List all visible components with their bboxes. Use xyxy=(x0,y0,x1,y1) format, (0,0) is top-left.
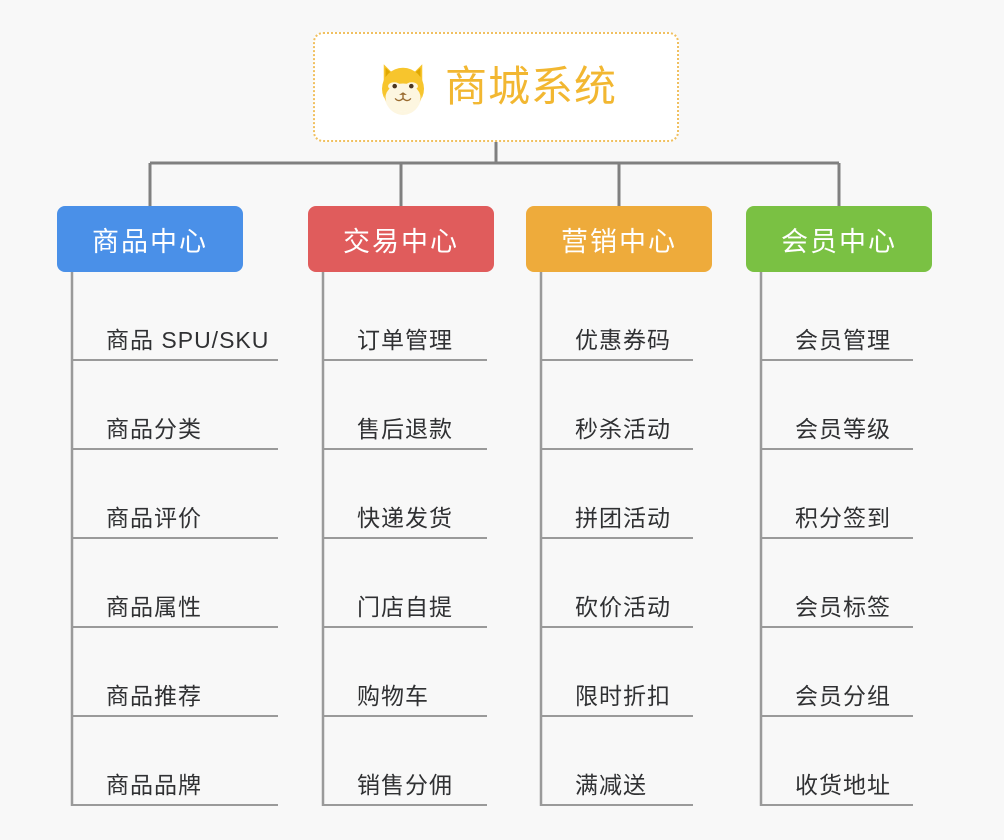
root-node[interactable]: 商城系统 xyxy=(313,32,679,142)
leaf-item[interactable]: 商品属性 xyxy=(72,539,278,628)
leaf-item[interactable]: 商品品牌 xyxy=(72,717,278,806)
leaf-item-label: 优惠券码 xyxy=(575,327,671,353)
leaf-item[interactable]: 会员分组 xyxy=(761,628,932,717)
leaf-item[interactable]: 秒杀活动 xyxy=(541,361,712,450)
leaf-item-label: 商品 SPU/SKU xyxy=(106,327,270,353)
leaf-item-underline xyxy=(541,804,693,806)
leaf-list: 商品 SPU/SKU 商品分类商品评价商品属性商品推荐商品品牌 xyxy=(72,272,278,806)
category-card[interactable]: 商品中心 xyxy=(57,206,243,272)
leaf-item-label: 秒杀活动 xyxy=(575,416,671,442)
leaf-item-label: 商品属性 xyxy=(106,594,202,620)
leaf-item[interactable]: 商品 SPU/SKU xyxy=(72,272,278,361)
leaf-item-underline xyxy=(72,448,278,450)
leaf-item-label: 商品评价 xyxy=(106,505,202,531)
leaf-item-underline xyxy=(72,537,278,539)
leaf-item[interactable]: 拼团活动 xyxy=(541,450,712,539)
leaf-item-underline xyxy=(761,715,913,717)
leaf-item-underline xyxy=(761,448,913,450)
leaf-item-underline xyxy=(541,448,693,450)
leaf-item[interactable]: 收货地址 xyxy=(761,717,932,806)
category-card[interactable]: 营销中心 xyxy=(526,206,712,272)
leaf-item[interactable]: 购物车 xyxy=(323,628,494,717)
leaf-item-label: 限时折扣 xyxy=(575,683,671,709)
leaf-item-underline xyxy=(761,804,913,806)
shiba-dog-face-icon xyxy=(381,64,424,115)
leaf-item[interactable]: 积分签到 xyxy=(761,450,932,539)
leaf-item-underline xyxy=(541,537,693,539)
leaf-item-underline xyxy=(761,537,913,539)
leaf-item[interactable]: 销售分佣 xyxy=(323,717,494,806)
leaf-item-underline xyxy=(72,715,278,717)
leaf-list: 优惠券码秒杀活动拼团活动砍价活动限时折扣满减送 xyxy=(541,272,712,806)
leaf-item-underline xyxy=(541,626,693,628)
leaf-list: 订单管理售后退款快递发货门店自提购物车销售分佣 xyxy=(323,272,494,806)
leaf-item[interactable]: 订单管理 xyxy=(323,272,494,361)
leaf-item[interactable]: 会员标签 xyxy=(761,539,932,628)
branch-column: 商品中心商品 SPU/SKU 商品分类商品评价商品属性商品推荐商品品牌 xyxy=(57,206,278,806)
leaf-item-label: 会员分组 xyxy=(795,683,891,709)
leaf-item[interactable]: 会员管理 xyxy=(761,272,932,361)
leaf-item-underline xyxy=(761,626,913,628)
leaf-item-label: 售后退款 xyxy=(357,416,453,442)
leaf-item-underline xyxy=(323,626,487,628)
leaf-item-label: 收货地址 xyxy=(795,772,891,798)
leaf-item[interactable]: 会员等级 xyxy=(761,361,932,450)
leaf-item-underline xyxy=(323,359,487,361)
leaf-item-label: 拼团活动 xyxy=(575,505,671,531)
leaf-item-underline xyxy=(323,537,487,539)
leaf-item-underline xyxy=(323,804,487,806)
leaf-item-label: 销售分佣 xyxy=(357,772,453,798)
category-card[interactable]: 交易中心 xyxy=(308,206,494,272)
leaf-item-label: 购物车 xyxy=(357,683,429,709)
root-title: 商城系统 xyxy=(444,63,617,110)
leaf-item-label: 砍价活动 xyxy=(575,594,671,620)
leaf-item-underline xyxy=(72,626,278,628)
tree-connector-path xyxy=(148,142,841,206)
leaf-item[interactable]: 售后退款 xyxy=(323,361,494,450)
leaf-item[interactable]: 商品评价 xyxy=(72,450,278,539)
leaf-item-label: 满减送 xyxy=(575,772,647,798)
leaf-item-underline xyxy=(761,359,913,361)
leaf-item[interactable]: 满减送 xyxy=(541,717,712,806)
leaf-item[interactable]: 限时折扣 xyxy=(541,628,712,717)
leaf-item-underline xyxy=(323,715,487,717)
leaf-item[interactable]: 砍价活动 xyxy=(541,539,712,628)
leaf-item-label: 门店自提 xyxy=(357,594,453,620)
leaf-item-label: 会员等级 xyxy=(795,416,891,442)
category-card[interactable]: 会员中心 xyxy=(746,206,932,272)
leaf-item[interactable]: 商品分类 xyxy=(72,361,278,450)
leaf-item-label: 订单管理 xyxy=(357,327,453,353)
leaf-item-underline xyxy=(541,359,693,361)
leaf-item-label: 商品推荐 xyxy=(106,683,202,709)
leaf-item-label: 会员管理 xyxy=(795,327,891,353)
leaf-item[interactable]: 快递发货 xyxy=(323,450,494,539)
leaf-item[interactable]: 商品推荐 xyxy=(72,628,278,717)
branch-column: 交易中心订单管理售后退款快递发货门店自提购物车销售分佣 xyxy=(308,206,494,806)
branch-column: 会员中心会员管理会员等级积分签到会员标签会员分组收货地址 xyxy=(746,206,932,806)
leaf-item[interactable]: 优惠券码 xyxy=(541,272,712,361)
leaf-item-underline xyxy=(72,359,278,361)
branch-column: 营销中心优惠券码秒杀活动拼团活动砍价活动限时折扣满减送 xyxy=(526,206,712,806)
leaf-item-label: 积分签到 xyxy=(795,505,891,531)
leaf-item-label: 商品品牌 xyxy=(106,772,202,798)
leaf-item-underline xyxy=(323,448,487,450)
leaf-item-underline xyxy=(72,804,278,806)
leaf-list: 会员管理会员等级积分签到会员标签会员分组收货地址 xyxy=(761,272,932,806)
leaf-item[interactable]: 门店自提 xyxy=(323,539,494,628)
leaf-item-underline xyxy=(541,715,693,717)
leaf-item-label: 商品分类 xyxy=(106,416,202,442)
leaf-item-label: 会员标签 xyxy=(795,594,891,620)
leaf-item-label: 快递发货 xyxy=(357,505,453,531)
